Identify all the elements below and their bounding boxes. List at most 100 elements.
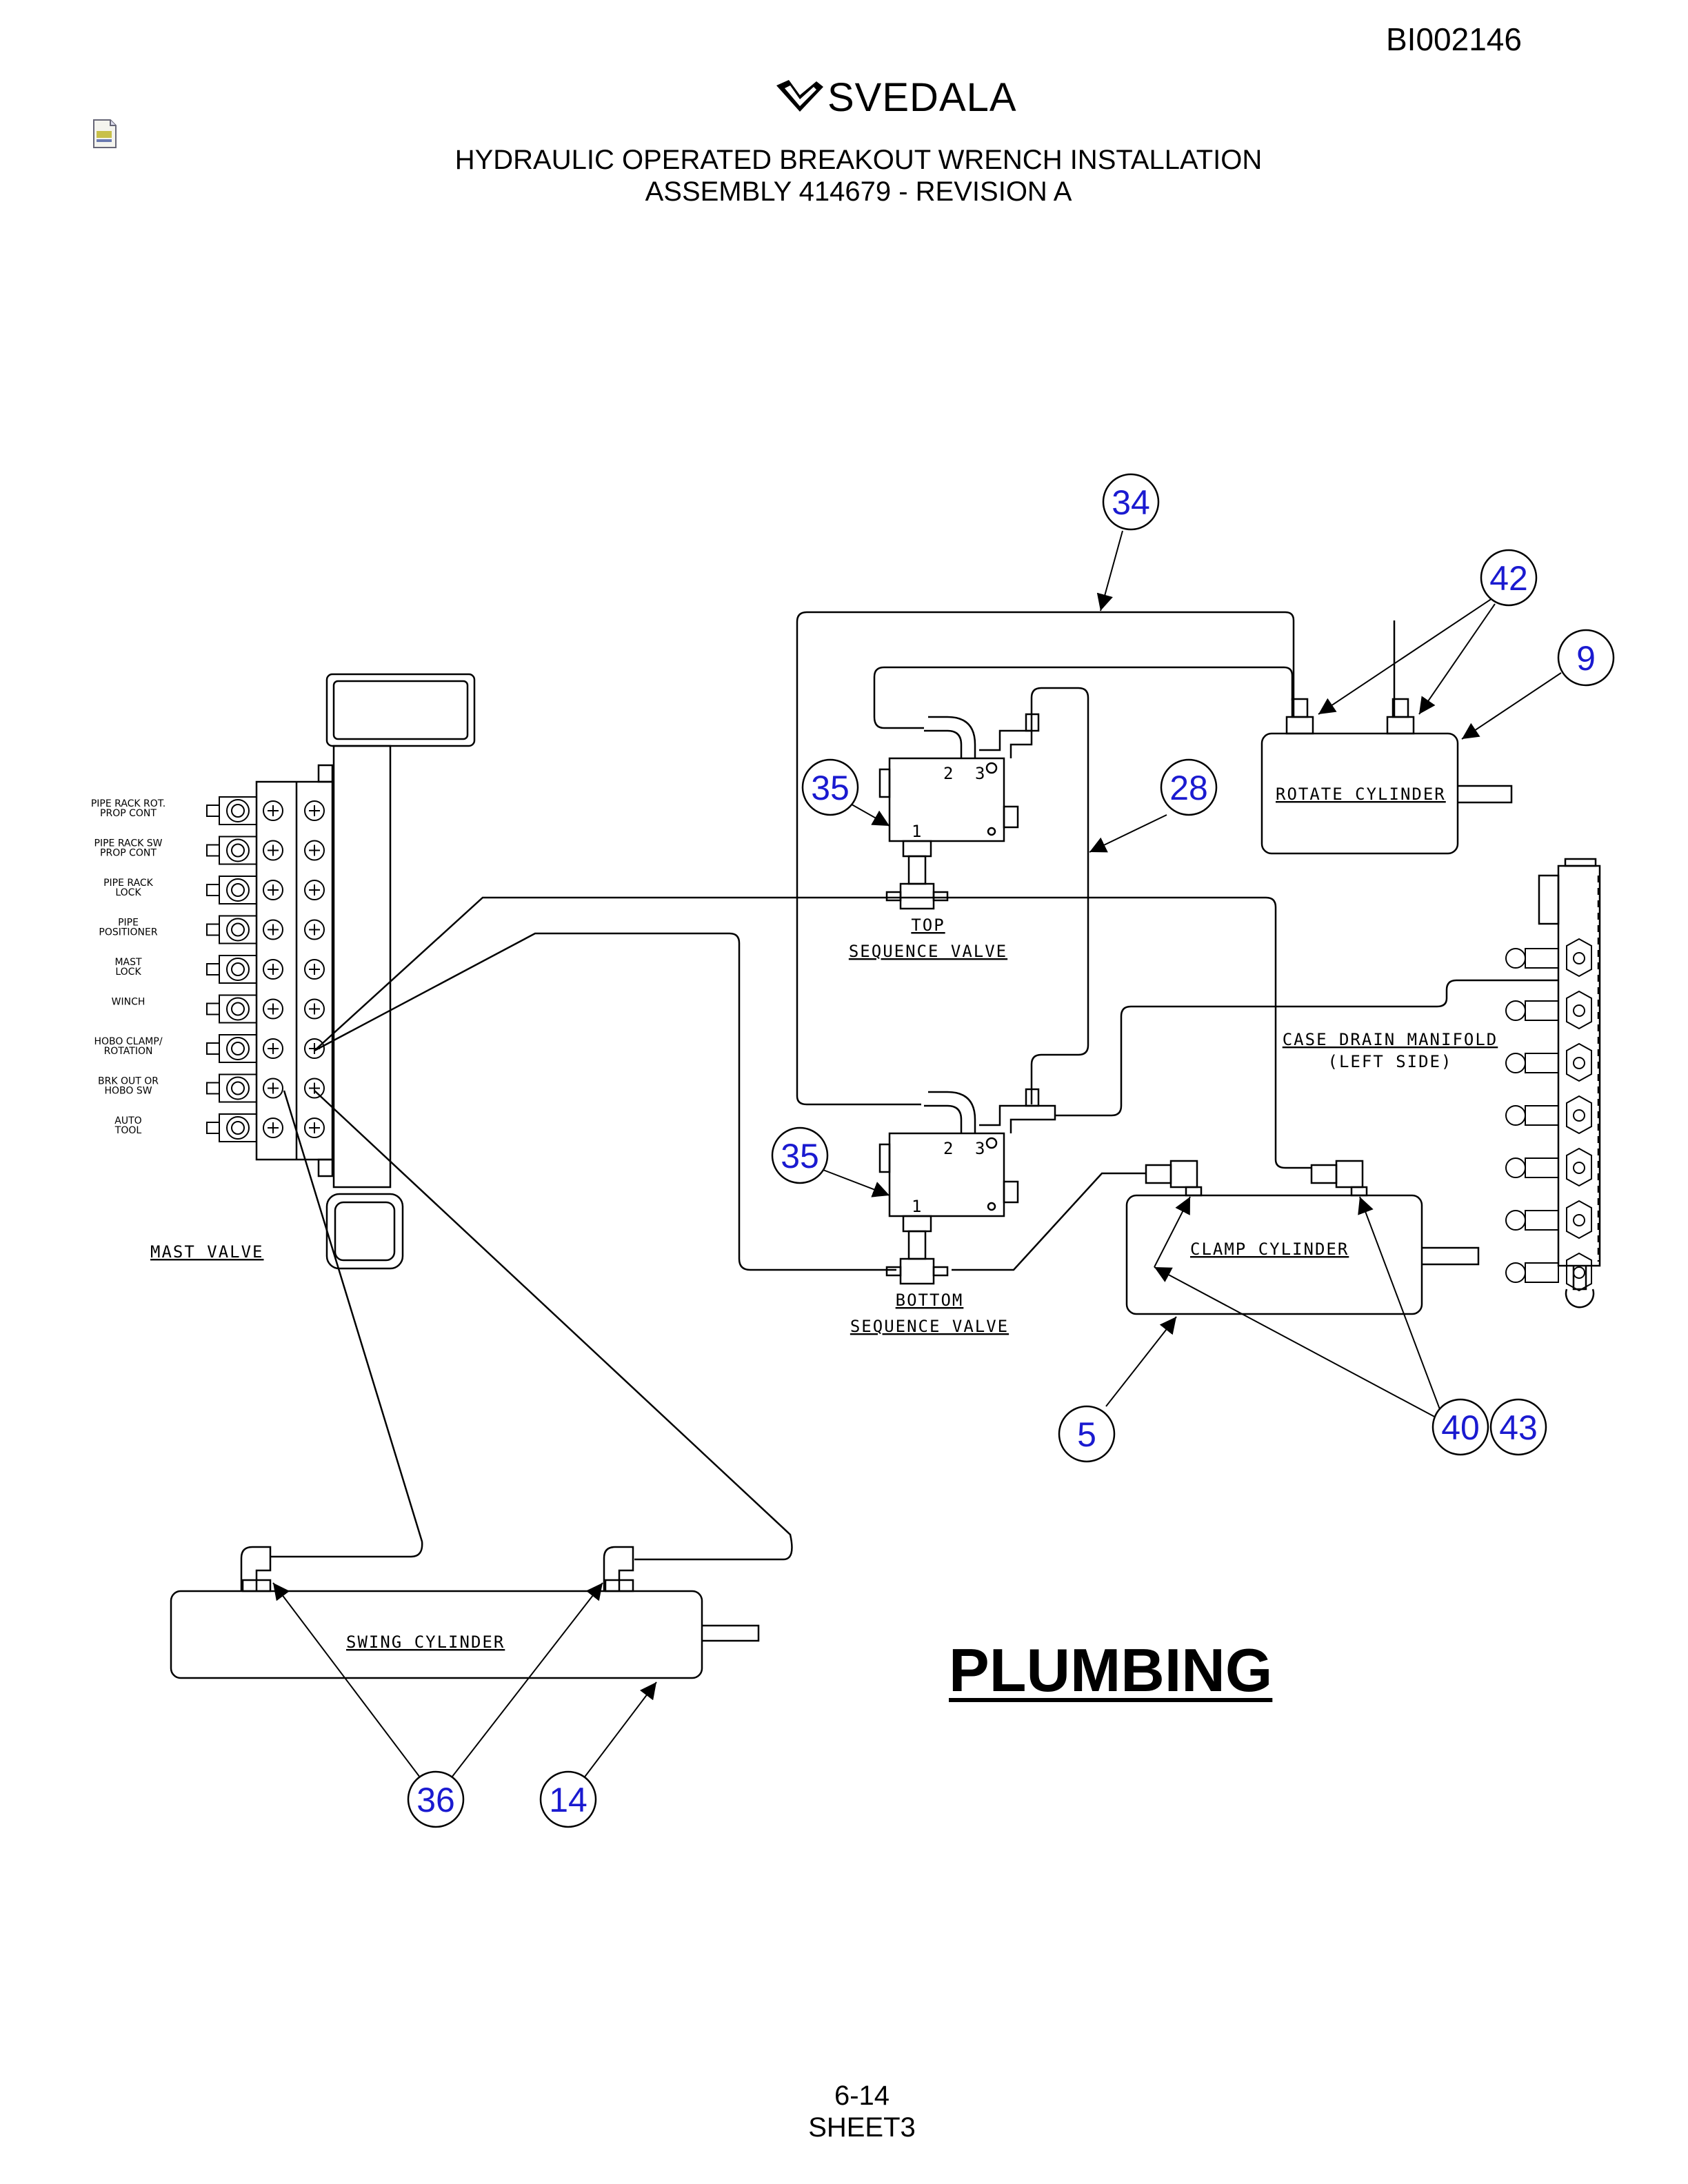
mast-top-tube [325,673,476,747]
port-a [263,998,283,1020]
port-a [263,800,283,821]
callout-34[interactable]: 34 [1112,483,1150,522]
top-port-1: 1 [912,822,921,841]
manifold-ports [1505,938,1592,1292]
mast-valve-row [206,915,325,944]
callout-43[interactable]: 43 [1499,1408,1538,1447]
mast-valve-row [206,876,325,904]
manifold-port [1505,1095,1592,1135]
callout-40[interactable]: 40 [1441,1408,1480,1447]
mast-valve-label-line2: LOCK [115,887,141,898]
port-a [263,840,283,861]
hydraulic-lines [270,611,1558,1561]
case-drain-label-1: CASE DRAIN MANIFOLD [1283,1030,1498,1049]
callout-bubble-42 [1480,549,1538,607]
callout-14[interactable]: 14 [549,1781,587,1819]
manifold-port [1505,938,1592,978]
callout-bubble-28 [1160,758,1218,816]
mast-valve-label-line1: HOBO CLAMP/ [94,1036,162,1047]
mast-valve-label-line2: POSITIONER [99,927,157,938]
mast-valve-label-line1: PIPE RACK ROT. [91,798,165,809]
bottom-port-1: 1 [912,1197,921,1216]
mast-valve-label-line2: ROTATION [104,1046,153,1057]
leader-lines [272,530,1562,1785]
port-a [263,880,283,900]
valve-spool [219,836,257,865]
bottom-valve-label-2: SEQUENCE VALVE [850,1317,1009,1336]
mast-valve-label-line1: BRK OUT OR [98,1076,159,1087]
top-sequence-valve [878,713,1040,910]
callout-bubble-35a [801,758,859,816]
port-b [304,880,325,900]
port-b [304,919,325,940]
mast-valve-label-line1: PIPE RACK [103,878,154,889]
page-number: 6-14 [834,2081,890,2111]
mast-valve-label-line1: WINCH [112,997,145,1008]
valve-spool [219,915,257,944]
manifold-port [1505,1042,1592,1082]
callout-9[interactable]: 9 [1576,639,1596,678]
callout-bubble-40 [1431,1398,1489,1456]
callout-bubble-43 [1489,1398,1547,1456]
mast-valve-label-line2: TOOL [114,1125,142,1136]
callout-35-top[interactable]: 35 [811,769,850,807]
callout-36[interactable]: 36 [416,1781,455,1819]
clamp-cylinder [1125,1160,1480,1315]
clamp-cylinder-label: CLAMP CYLINDER [1190,1240,1349,1259]
callout-35-bottom[interactable]: 35 [781,1137,819,1175]
valve-spool [219,1113,257,1142]
bottom-sequence-valve [878,1088,1056,1285]
mast-valve-sections [206,796,325,1142]
rotate-cylinder-label: ROTATE CYLINDER [1276,785,1446,804]
bottom-port-3: 3 [975,1139,985,1158]
valve-knob [226,958,250,981]
top-valve-label-2: SEQUENCE VALVE [849,942,1007,961]
port-b [304,1038,325,1059]
mast-valve-label-line1: MAST [114,957,142,968]
rotate-cylinder [1260,698,1513,855]
mast-valve-row [206,955,325,984]
svedala-logo-icon [776,80,823,112]
callout-bubble-35b [771,1126,829,1184]
title-line-1: HYDRAULIC OPERATED BREAKOUT WRENCH INSTA… [454,145,1263,175]
case-drain-manifold [1538,858,1601,1308]
manifold-port [1505,990,1592,1030]
mast-valve-label-line2: PROP CONT [100,848,157,859]
mast-valve-row [206,796,325,825]
callout-bubble-34 [1102,473,1160,531]
document-id: BI002146 [1386,21,1522,57]
plumbing-heading: PLUMBING [949,1636,1273,1704]
port-a [263,959,283,980]
sheet-number: SHEET3 [808,2112,916,2143]
valve-spool [219,876,257,904]
port-b [304,1078,325,1099]
valve-knob [226,838,250,862]
mast-valve-row [206,1113,325,1142]
case-drain-label-2: (LEFT SIDE) [1328,1052,1453,1071]
port-b [304,959,325,980]
mast-valve-row [206,836,325,865]
valve-knob [226,878,250,902]
callout-bubble-9 [1557,629,1615,687]
title-line-2: ASSEMBLY 414679 - REVISION A [645,176,1072,207]
mast-valve-label-line2: PROP CONT [100,808,157,819]
port-a [263,1078,283,1099]
manifold-port [1505,1200,1592,1240]
document-icon[interactable] [91,119,119,149]
mast-valve-row [206,1073,325,1103]
top-port-3: 3 [975,764,985,783]
bottom-valve-label-1: BOTTOM [896,1291,964,1310]
mast-valve-row [206,1034,325,1063]
valve-spool [219,1073,257,1103]
callout-5[interactable]: 5 [1077,1415,1096,1454]
port-b [304,1118,325,1138]
valve-spool [219,955,257,984]
mast-valve-label: MAST VALVE [150,1242,264,1262]
valve-knob [226,997,250,1021]
top-valve-label-1: TOP [911,916,945,935]
callout-28[interactable]: 28 [1169,769,1208,807]
callout-42[interactable]: 42 [1489,559,1528,598]
callout-bubble-5 [1058,1405,1116,1463]
